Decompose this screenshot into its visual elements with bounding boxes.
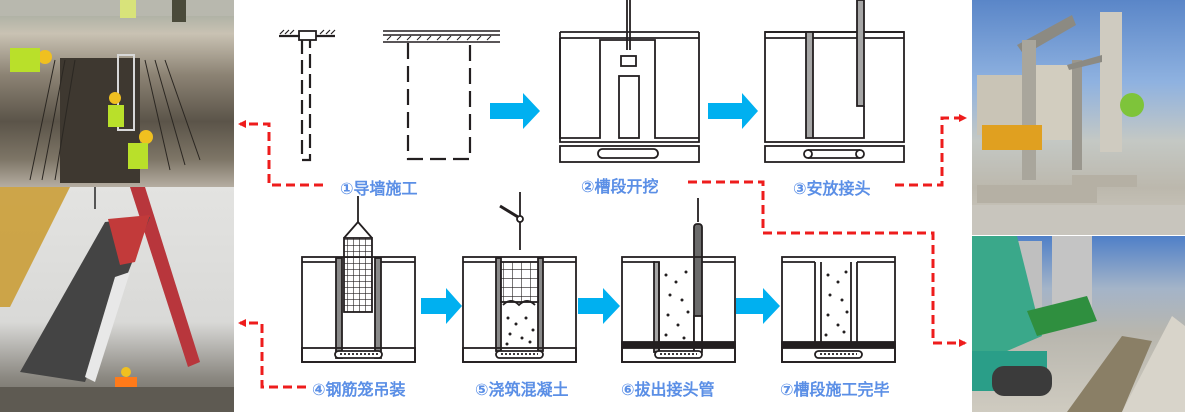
trench-excavation-photo	[972, 236, 1185, 412]
step1-label: ①导墙施工	[340, 175, 418, 199]
step3-drawing	[764, 0, 905, 163]
step1-number: ①	[340, 179, 354, 198]
step4-label: ④钢筋笼吊装	[312, 376, 406, 400]
step6-label: ⑥拔出接头管	[621, 376, 715, 400]
step2-label: ②槽段开挖	[581, 173, 659, 197]
step6-number: ⑥	[621, 380, 635, 399]
step5-label: ⑤浇筑混凝土	[475, 376, 569, 400]
link-step3-to-photo	[895, 114, 967, 187]
step7-number: ⑦	[780, 380, 794, 399]
flow-arrow-2-3	[708, 93, 758, 129]
step3-text: 安放接头	[806, 179, 871, 198]
excavation-photo-art	[972, 236, 1185, 412]
step2-number: ②	[581, 177, 595, 196]
step3-label: ③安放接头	[793, 175, 871, 199]
rebar-lifting-photo-art	[0, 187, 234, 412]
joint-photo-art	[972, 12, 1185, 235]
step2-drawing	[559, 0, 700, 163]
step6-text: 拔出接头管	[634, 380, 715, 399]
step5-number: ⑤	[475, 380, 489, 399]
step4-text: 钢筋笼吊装	[325, 380, 406, 399]
step4-drawing	[301, 196, 416, 363]
step3-number: ③	[793, 179, 807, 198]
step7-drawing	[781, 256, 896, 363]
guide-wall-construction-photo	[0, 0, 234, 187]
flow-arrow-5-6	[578, 288, 620, 324]
step1-drawing	[279, 29, 500, 162]
guide-wall-photo-art	[0, 0, 234, 183]
step7-label: ⑦槽段施工完毕	[780, 376, 890, 400]
flow-arrow-6-7	[736, 288, 780, 324]
joint-placement-photo	[972, 0, 1185, 235]
step5-drawing	[462, 192, 577, 363]
step4-number: ④	[312, 380, 326, 399]
link-step1-to-photo	[238, 120, 323, 187]
link-step4-to-photo	[238, 319, 306, 389]
rebar-cage-lifting-photo	[0, 187, 234, 412]
flow-arrow-4-5	[421, 288, 462, 324]
step5-text: 浇筑混凝土	[488, 380, 569, 399]
step2-text: 槽段开挖	[594, 177, 659, 196]
link-step2-to-photo	[688, 180, 967, 347]
step1-text: 导墙施工	[353, 179, 418, 198]
step6-drawing	[621, 198, 736, 363]
step7-text: 槽段施工完毕	[793, 380, 890, 399]
flow-arrow-1-2	[490, 93, 540, 129]
